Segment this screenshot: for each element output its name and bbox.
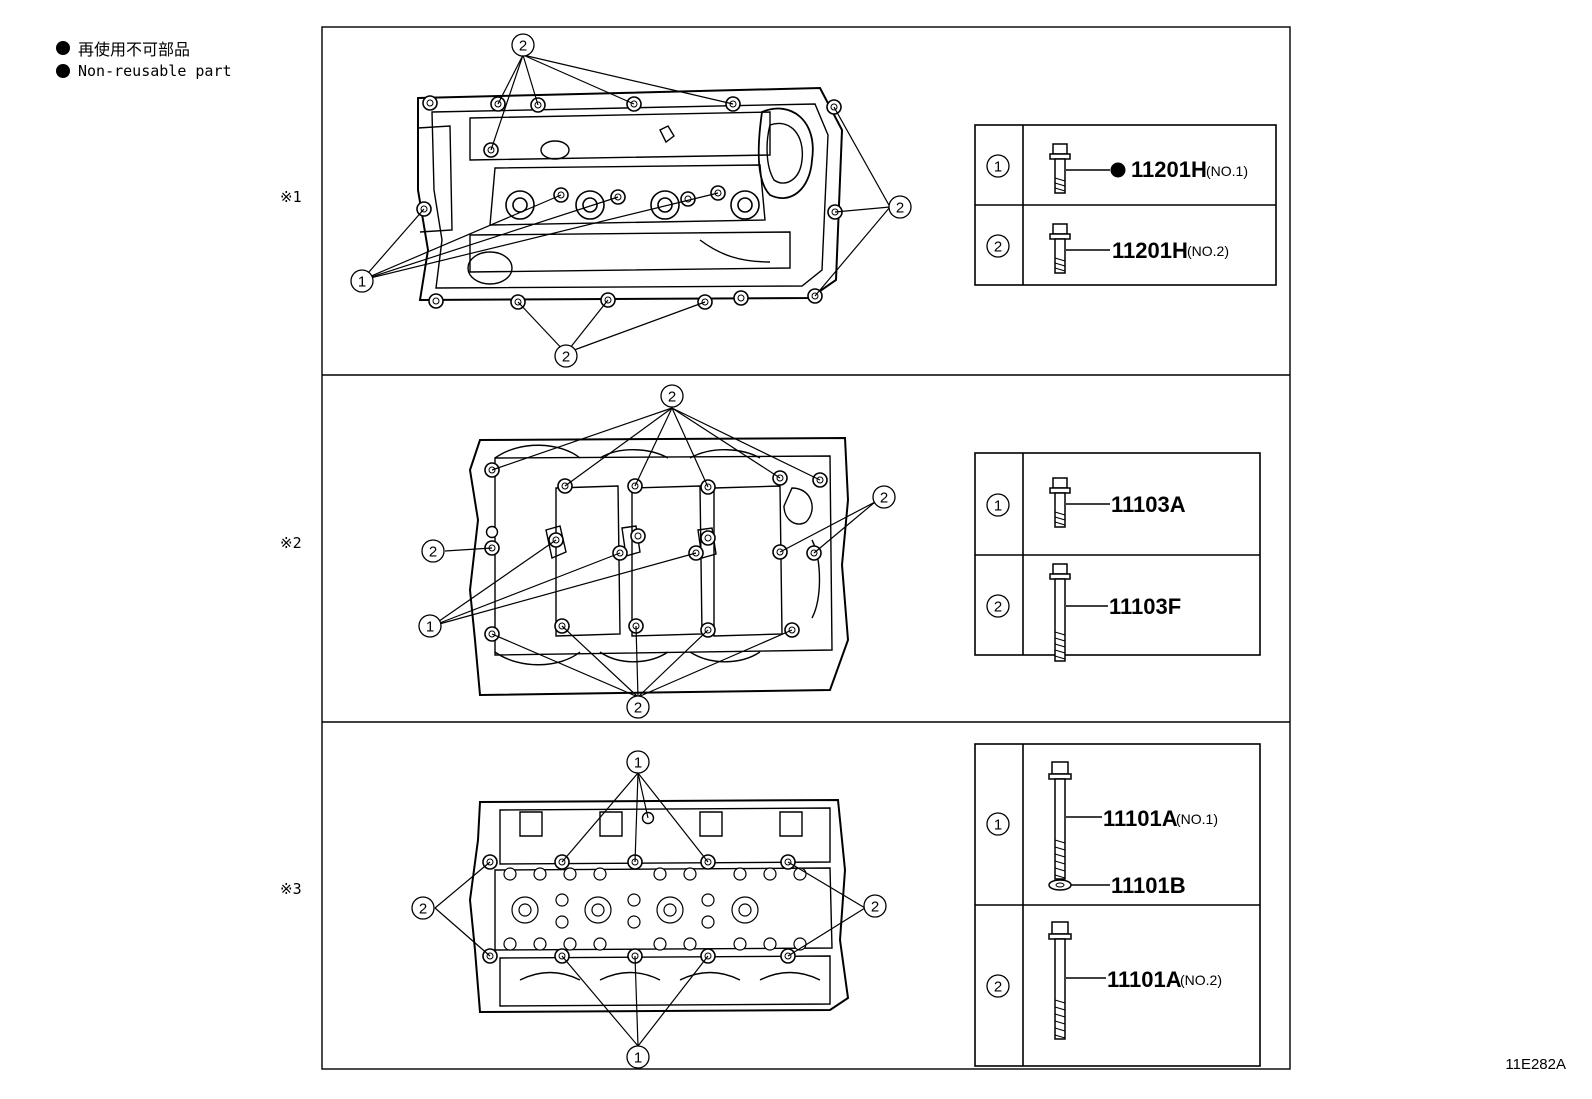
callout-2: 2 xyxy=(626,695,650,719)
svg-text:2: 2 xyxy=(429,544,437,561)
head-bolt-holes xyxy=(482,811,796,964)
section-mark-3: ※3 xyxy=(280,880,302,898)
camshaft-seal-rings xyxy=(505,190,760,220)
svg-text:1: 1 xyxy=(994,159,1002,176)
valve-row-holes xyxy=(503,867,807,951)
cylinder-block-drawing xyxy=(468,436,850,697)
bolt-icon xyxy=(1049,223,1071,274)
svg-text:11101A: 11101A xyxy=(1103,806,1178,831)
svg-text:2: 2 xyxy=(562,349,570,366)
washer-icon xyxy=(1048,879,1072,891)
table3-row1: 1 11101A (NO.1) 11101B xyxy=(986,761,1218,898)
outer-frame xyxy=(321,26,1291,1070)
callout-2: 2 xyxy=(872,485,896,509)
camshaft-housing-drawing xyxy=(417,86,844,302)
bolt-icon xyxy=(1049,143,1071,194)
svg-text:11103F: 11103F xyxy=(1109,594,1181,619)
leader-lines-s3 xyxy=(434,772,866,1047)
callout-2: 2 xyxy=(554,344,578,368)
svg-text:2: 2 xyxy=(871,899,879,916)
svg-text:2: 2 xyxy=(419,901,427,918)
callout-2: 2 xyxy=(660,384,684,408)
svg-text:11201H: 11201H xyxy=(1112,238,1188,263)
bolt-table-2 xyxy=(974,452,1261,656)
callout-2: 2 xyxy=(411,896,435,920)
bolt-table-1 xyxy=(974,124,1277,286)
svg-text:11103A: 11103A xyxy=(1111,492,1186,517)
svg-text:11101A: 11101A xyxy=(1107,967,1182,992)
bolt-icon xyxy=(1048,761,1072,880)
leader-lines-s2 xyxy=(431,407,876,698)
svg-text:2: 2 xyxy=(519,38,527,55)
table2-row2: 2 11103F xyxy=(986,563,1181,662)
callout-1: 1 xyxy=(626,1045,650,1069)
svg-text:11101B: 11101B xyxy=(1111,873,1186,898)
table2-row1: 1 11103A xyxy=(986,477,1186,528)
svg-text:(NO.2): (NO.2) xyxy=(1187,243,1229,259)
callout-1: 1 xyxy=(626,750,650,774)
svg-text:2: 2 xyxy=(994,239,1002,256)
legend-jp-label: 再使用不可部品 xyxy=(78,40,191,59)
callout-1: 1 xyxy=(350,269,374,293)
bolt-icon xyxy=(1049,477,1071,528)
table1-row2: 2 11201H (NO.2) xyxy=(986,223,1229,274)
non-reusable-dot-icon xyxy=(56,41,70,55)
cam-cover-bolt-holes xyxy=(416,95,843,310)
section-mark-2: ※2 xyxy=(280,534,302,552)
cylinder-head-drawing xyxy=(468,798,850,1014)
bolt-table-3 xyxy=(974,743,1261,1067)
svg-text:1: 1 xyxy=(634,755,642,772)
svg-text:2: 2 xyxy=(668,389,676,406)
block-bolt-holes xyxy=(484,462,828,642)
svg-text:2: 2 xyxy=(634,700,642,717)
svg-text:2: 2 xyxy=(880,490,888,507)
section-mark-1: ※1 xyxy=(280,188,302,206)
svg-text:(NO.1): (NO.1) xyxy=(1206,163,1248,179)
bolt-icon xyxy=(1048,921,1072,1040)
diagram-code: 11E282A xyxy=(1505,1056,1566,1073)
legend-en: Non-reusable part xyxy=(56,62,232,80)
svg-text:(NO.1): (NO.1) xyxy=(1176,811,1218,827)
svg-text:1: 1 xyxy=(426,619,434,636)
table1-row1: 1 11201H (NO.1) xyxy=(986,143,1248,194)
svg-text:1: 1 xyxy=(634,1050,642,1067)
leader-lines-s1 xyxy=(361,54,891,354)
svg-text:1: 1 xyxy=(994,817,1002,834)
legend-en-label: Non-reusable part xyxy=(78,62,232,80)
svg-text:11201H: 11201H xyxy=(1131,157,1207,182)
svg-text:2: 2 xyxy=(994,599,1002,616)
table3-row2: 2 11101A (NO.2) xyxy=(986,921,1222,1040)
svg-text:2: 2 xyxy=(896,200,904,217)
callout-2: 2 xyxy=(421,539,445,563)
callout-2: 2 xyxy=(511,33,535,57)
callout-2: 2 xyxy=(863,894,887,918)
bolt-icon xyxy=(1049,563,1071,662)
svg-text:(NO.2): (NO.2) xyxy=(1180,972,1222,988)
callout-1: 1 xyxy=(418,614,442,638)
svg-text:1: 1 xyxy=(358,274,366,291)
svg-text:2: 2 xyxy=(994,979,1002,996)
svg-text:1: 1 xyxy=(994,498,1002,515)
non-reusable-dot-icon xyxy=(1110,162,1126,178)
legend-jp: 再使用不可部品 xyxy=(56,36,190,60)
non-reusable-dot-icon xyxy=(56,64,70,78)
callout-2: 2 xyxy=(888,195,912,219)
